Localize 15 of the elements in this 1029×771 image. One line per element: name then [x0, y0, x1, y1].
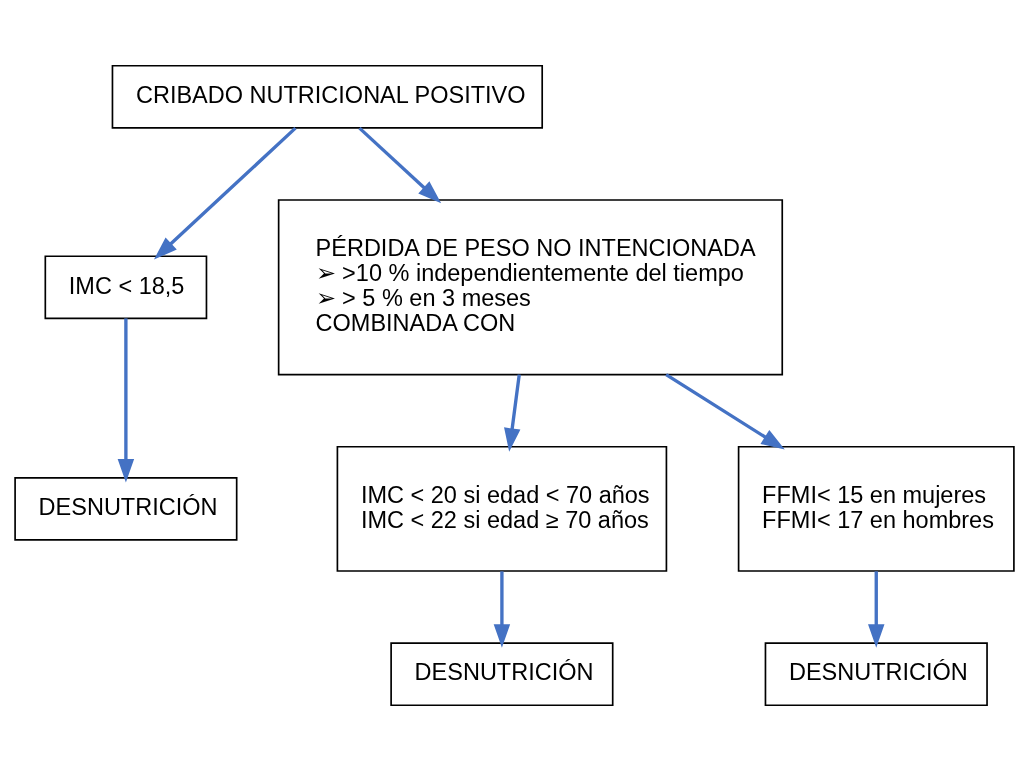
node-box: IMC < 18,5: [44, 255, 208, 320]
arrow: [504, 374, 521, 452]
node-box: DESNUTRICIÓN: [390, 642, 614, 707]
node-box: DESNUTRICIÓN: [14, 477, 238, 541]
arrow: [868, 571, 885, 648]
node-box: DESNUTRICIÓN: [764, 642, 988, 707]
arrow: [153, 126, 297, 260]
node-box: CRIBADO NUTRICIONAL POSITIVO: [111, 64, 544, 129]
arrow: [358, 126, 442, 204]
node-box: FFMI< 15 en mujeres FFMI< 17 en hombres: [737, 445, 1015, 572]
arrow: [665, 373, 785, 450]
node-box: PÉRDIDA DE PESO NO INTENCIONADA ➢ >10 % independientemente del tiempo ➢ > 5 % en 3 meses COMBINADA CON: [277, 199, 784, 376]
arrow: [493, 571, 511, 648]
arrow: [117, 318, 135, 483]
node-box: IMC < 20 si edad < 70 años IMC < 22 si edad ≥ 70 años: [336, 445, 668, 572]
